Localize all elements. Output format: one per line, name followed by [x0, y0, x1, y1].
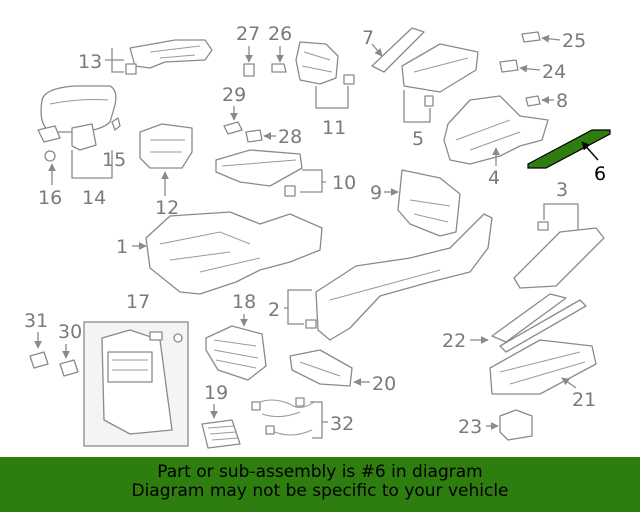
- part-3-side-panel: [513, 221, 605, 289]
- callout-4: 4: [488, 167, 500, 189]
- part-2-side-panel: [305, 213, 493, 341]
- callout-28: 28: [278, 126, 302, 148]
- part-21-switch-panel: [489, 339, 597, 395]
- part-27-clip: [243, 63, 255, 77]
- callout-7: 7: [362, 27, 374, 49]
- callout-18: 18: [232, 291, 256, 313]
- callout-2: 2: [268, 299, 280, 321]
- callout-20: 20: [372, 373, 396, 395]
- callout-24: 24: [542, 61, 566, 83]
- part-5-panel: [401, 43, 479, 107]
- part-30-clip: [59, 359, 79, 377]
- callout-17: 17: [126, 291, 150, 313]
- callout-15: 15: [102, 149, 126, 171]
- parts-diagram: 13 15 16 14 12 27 26 11 29 28: [24, 23, 611, 449]
- callout-26: 26: [268, 23, 292, 45]
- part-6-highlighted: [527, 129, 611, 169]
- callout-25: 25: [562, 30, 586, 52]
- callout-3: 3: [556, 179, 568, 201]
- callout-1: 1: [116, 236, 128, 258]
- callout-16: 16: [38, 187, 62, 209]
- banner-line-1: Part or sub-assembly is #6 in diagram: [157, 462, 483, 482]
- callout-27: 27: [236, 23, 260, 45]
- part-4-panel: [443, 95, 549, 165]
- callout-30: 30: [58, 321, 82, 343]
- part-32-harness: [251, 397, 315, 436]
- part-11-panel: [295, 41, 355, 85]
- part-14-armrest: [37, 85, 117, 151]
- part-16-grommet: [44, 150, 56, 162]
- callout-14: 14: [82, 187, 106, 209]
- callout-5: 5: [412, 128, 424, 150]
- callout-9: 9: [370, 182, 382, 204]
- part-25-clip: [521, 31, 541, 43]
- part-19-grille: [201, 419, 241, 449]
- callout-29: 29: [222, 84, 246, 106]
- callout-12: 12: [155, 197, 179, 219]
- callout-8: 8: [556, 90, 568, 112]
- part-20-duct: [289, 349, 353, 387]
- part-18-duct: [205, 325, 267, 381]
- part-26-clip: [271, 63, 287, 73]
- part-22-trim: [491, 293, 587, 353]
- part-8-clip: [525, 95, 541, 107]
- part-12-bracket: [139, 123, 193, 169]
- part-24-clip: [499, 59, 519, 73]
- banner-line-2: Diagram may not be specific to your vehi…: [131, 481, 509, 501]
- part-7-trim: [371, 27, 425, 73]
- part-10-tray: [215, 149, 303, 197]
- part-1-console-body: [145, 211, 323, 295]
- part-17-rear-panel: [101, 329, 183, 435]
- callout-6: 6: [594, 163, 606, 185]
- callout-21: 21: [572, 389, 596, 411]
- callout-23: 23: [458, 416, 482, 438]
- callout-11: 11: [322, 117, 346, 139]
- callout-31: 31: [24, 310, 48, 332]
- part-9-bracket: [397, 169, 461, 237]
- part-28-clip: [245, 129, 263, 143]
- callout-13: 13: [78, 51, 102, 73]
- part-13-console-cover: [125, 39, 213, 75]
- part-29-clip: [223, 121, 243, 135]
- callout-32: 32: [330, 413, 354, 435]
- info-banner: Part or sub-assembly is #6 in diagram Di…: [0, 457, 640, 512]
- part-23-box: [499, 409, 533, 441]
- part-31-clip: [29, 351, 49, 369]
- part-15-clip: [111, 117, 121, 131]
- callout-22: 22: [442, 330, 466, 352]
- callout-10: 10: [332, 172, 356, 194]
- callout-19: 19: [204, 382, 228, 404]
